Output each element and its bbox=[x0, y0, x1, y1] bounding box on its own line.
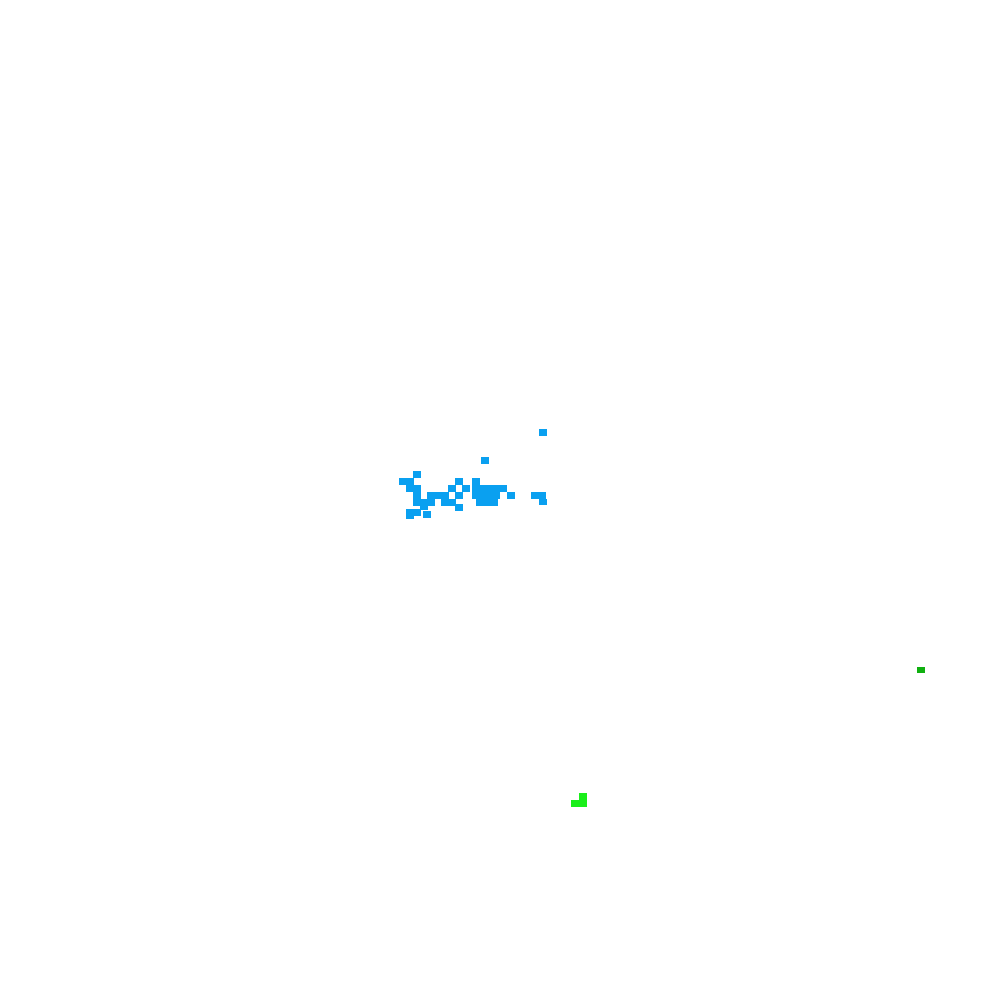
blue-pixel-3 bbox=[413, 471, 421, 478]
blue-pixel-6 bbox=[406, 485, 421, 492]
blue-pixel-20 bbox=[539, 499, 547, 505]
blue-pixel-10 bbox=[472, 485, 507, 492]
dark-green-pixel-1 bbox=[917, 667, 925, 673]
blue-pixel-9 bbox=[472, 478, 480, 485]
blue-pixel-13 bbox=[455, 492, 463, 499]
blue-pixel-12 bbox=[427, 492, 449, 499]
blue-pixel-4 bbox=[399, 478, 414, 485]
blue-pixel-8 bbox=[462, 485, 470, 492]
blue-pixel-5 bbox=[455, 478, 463, 485]
blue-pixel-16 bbox=[531, 492, 546, 499]
blue-pixel-15 bbox=[507, 492, 515, 499]
blue-pixel-14 bbox=[472, 492, 500, 499]
bright-green-pixel-marker bbox=[571, 793, 587, 807]
blue-pixel-17 bbox=[413, 499, 435, 506]
blue-pixel-1 bbox=[539, 429, 547, 436]
blue-pixel-21 bbox=[420, 504, 428, 510]
dark-green-pixel-marker bbox=[917, 667, 925, 673]
bright-green-pixel-1 bbox=[579, 793, 587, 800]
blue-pixel-25 bbox=[406, 513, 414, 519]
blue-pixel-19 bbox=[476, 499, 498, 506]
blue-pixel-cluster bbox=[399, 429, 547, 519]
blue-pixel-18 bbox=[441, 499, 456, 506]
blue-pixel-2 bbox=[481, 457, 489, 464]
blue-pixel-23 bbox=[406, 509, 421, 516]
blue-pixel-22 bbox=[455, 504, 463, 511]
blue-pixel-24 bbox=[423, 511, 431, 518]
blue-pixel-7 bbox=[448, 485, 456, 492]
bright-green-pixel-2 bbox=[571, 800, 587, 807]
blue-pixel-11 bbox=[413, 492, 421, 499]
